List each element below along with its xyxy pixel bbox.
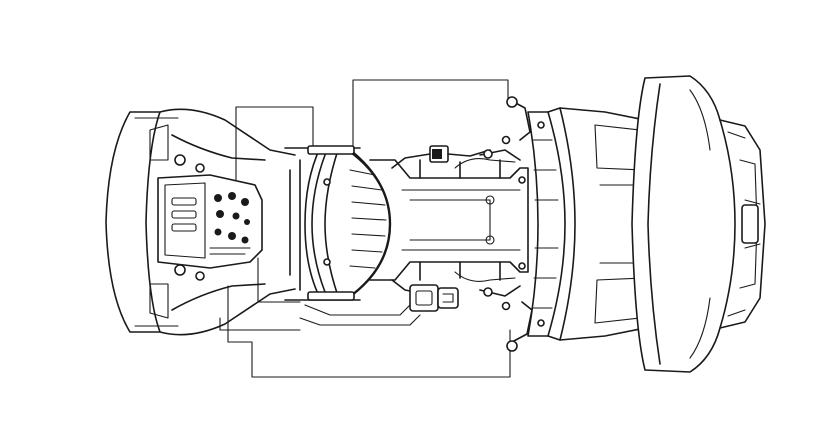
right-flange (527, 107, 566, 341)
frame-rails (284, 147, 529, 326)
connector-plug (391, 145, 491, 312)
right-end-housing (559, 75, 766, 373)
left-end-cap (105, 108, 296, 336)
control-panel (157, 174, 263, 269)
mounting-bolts (479, 96, 533, 352)
drive-motor (304, 145, 392, 301)
